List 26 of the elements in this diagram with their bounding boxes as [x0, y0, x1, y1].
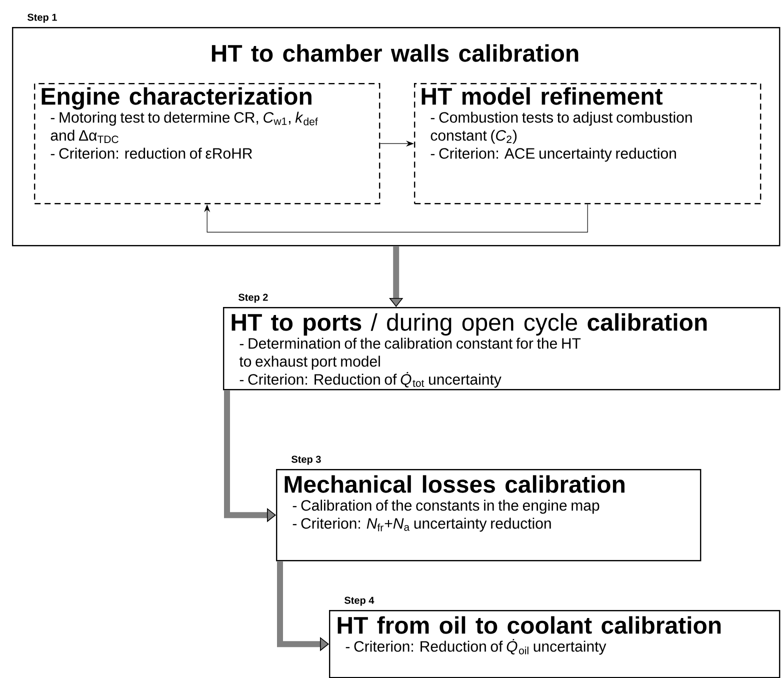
box-title: HT to ports / during open cycle calibration — [232, 313, 707, 336]
step-box — [12, 14, 780, 246]
step-label: Step 1 — [27, 14, 57, 23]
dashed-box — [34, 83, 380, 204]
box-title: HT from oil to coolant calibration — [338, 616, 721, 634]
bullet-text: - Criterion: reduction of εRoHR — [50, 148, 252, 159]
thick-arrow — [389, 246, 404, 307]
bullet-text: - Calibration of the constants in the engine map — [292, 500, 600, 514]
step-label: Step 4 — [344, 596, 374, 606]
step-box — [276, 456, 702, 562]
step-label: Step 2 — [238, 294, 268, 303]
step-box — [329, 596, 780, 678]
box-title: Engine characterization — [42, 87, 312, 110]
bullet-text: - Combustion tests to adjust combustion constant (C$_{2}$) — [430, 112, 692, 144]
box-title: HT to chamber walls calibration — [212, 44, 578, 62]
bullet-text: - Criterion: ACE uncertainty reduction — [430, 148, 676, 162]
bullet-text: - Criterion: Reduction of Q̇$_{tot}$ uncertainty — [240, 372, 502, 388]
arrow — [204, 204, 588, 232]
box-title: Mechanical losses calibration — [284, 475, 624, 493]
dashed-box — [414, 83, 762, 204]
step-label: Step 3 — [292, 456, 321, 465]
bullet-text: - Motoring test to determine CR, C$_{w1}$, k$_{def}$ and Δα$_{TDC}$ — [50, 112, 318, 144]
box-title: HT model refinement — [422, 87, 663, 105]
bullet-text: - Criterion: Reduction of Q̇$_{oil}$ uncertainty — [346, 639, 606, 655]
step-box — [223, 294, 780, 390]
bullet-text: - Criterion: N$_{fr}$+N$_{a}$ uncertainty reduction — [292, 518, 551, 532]
